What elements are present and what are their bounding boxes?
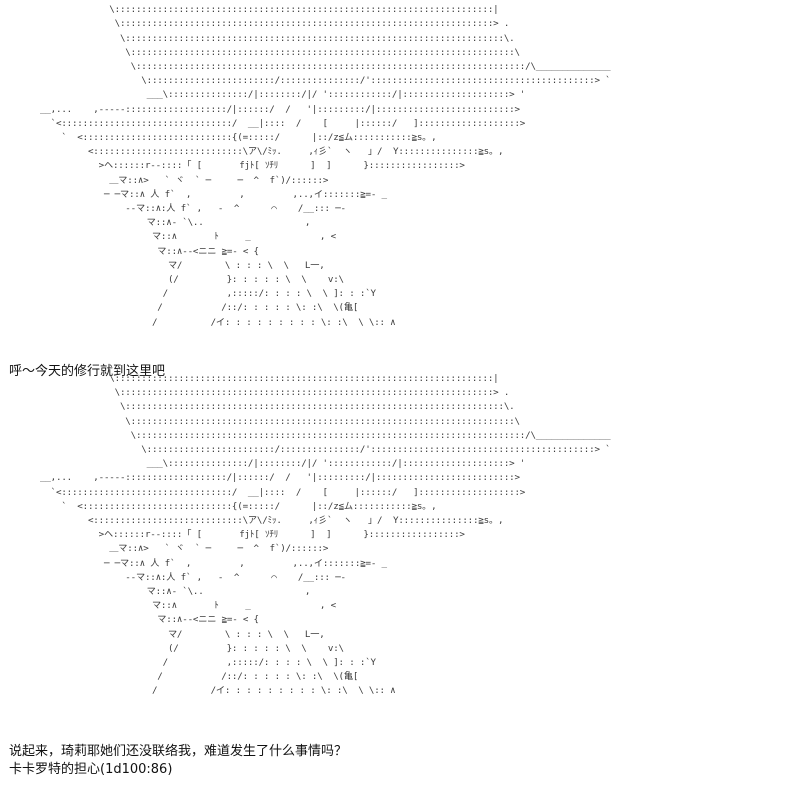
dialogue-line-2: 说起来，琦莉耶她们还没联络我，难道发生了什么事情吗？ xyxy=(9,744,348,759)
ascii-art-bottom: \:::::::::::::::::::::::::::::::::::::::… xyxy=(39,373,611,697)
dialogue-line-1: 呼～今天的修行就到这里吧 xyxy=(9,364,166,379)
ascii-art-top: ,. ..,,, .,, ,, ____ ___ \::::::::::::::… xyxy=(39,0,611,328)
dice-roll-line: 卡卡罗特的担心(1d100:86) xyxy=(9,762,173,777)
